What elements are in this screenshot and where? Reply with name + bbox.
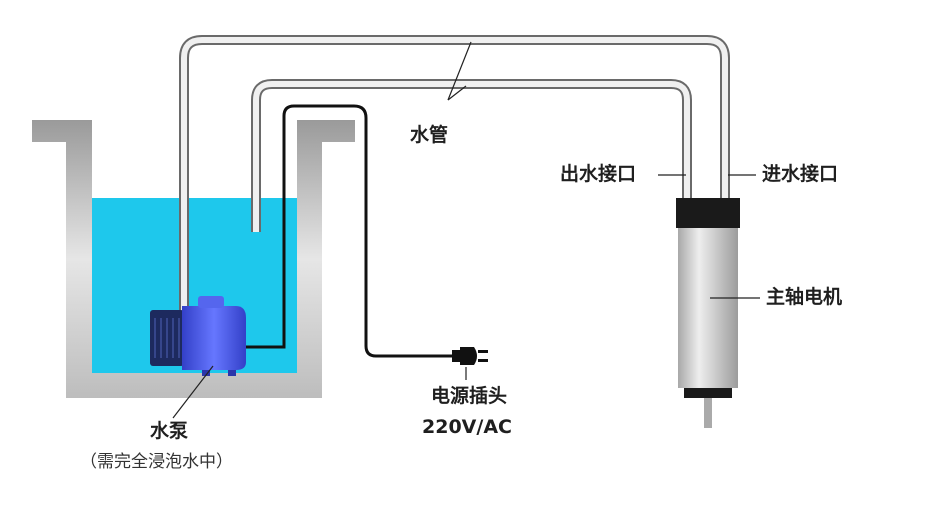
spindle-motor-label: 主轴电机: [766, 286, 843, 308]
spindle-motor: [676, 198, 740, 428]
water-pump: [150, 296, 246, 376]
water-pipe-label: 水管: [410, 124, 449, 146]
inlet-label: 进水接口: [762, 163, 839, 185]
power-plug-label: 电源插头: [430, 385, 507, 407]
leader-pump: [172, 365, 214, 419]
leader-water-pipe-2: [447, 85, 467, 101]
water-pump-label: 水泵: [150, 420, 189, 442]
power-cable: [244, 104, 452, 358]
power-plug: [452, 347, 488, 365]
pump-note-label: （需完全浸泡水中）: [80, 452, 233, 472]
leader-water-pipe-1: [447, 41, 472, 101]
outlet-label: 出水接口: [560, 163, 637, 185]
voltage-label: 220V/AC: [422, 416, 512, 438]
